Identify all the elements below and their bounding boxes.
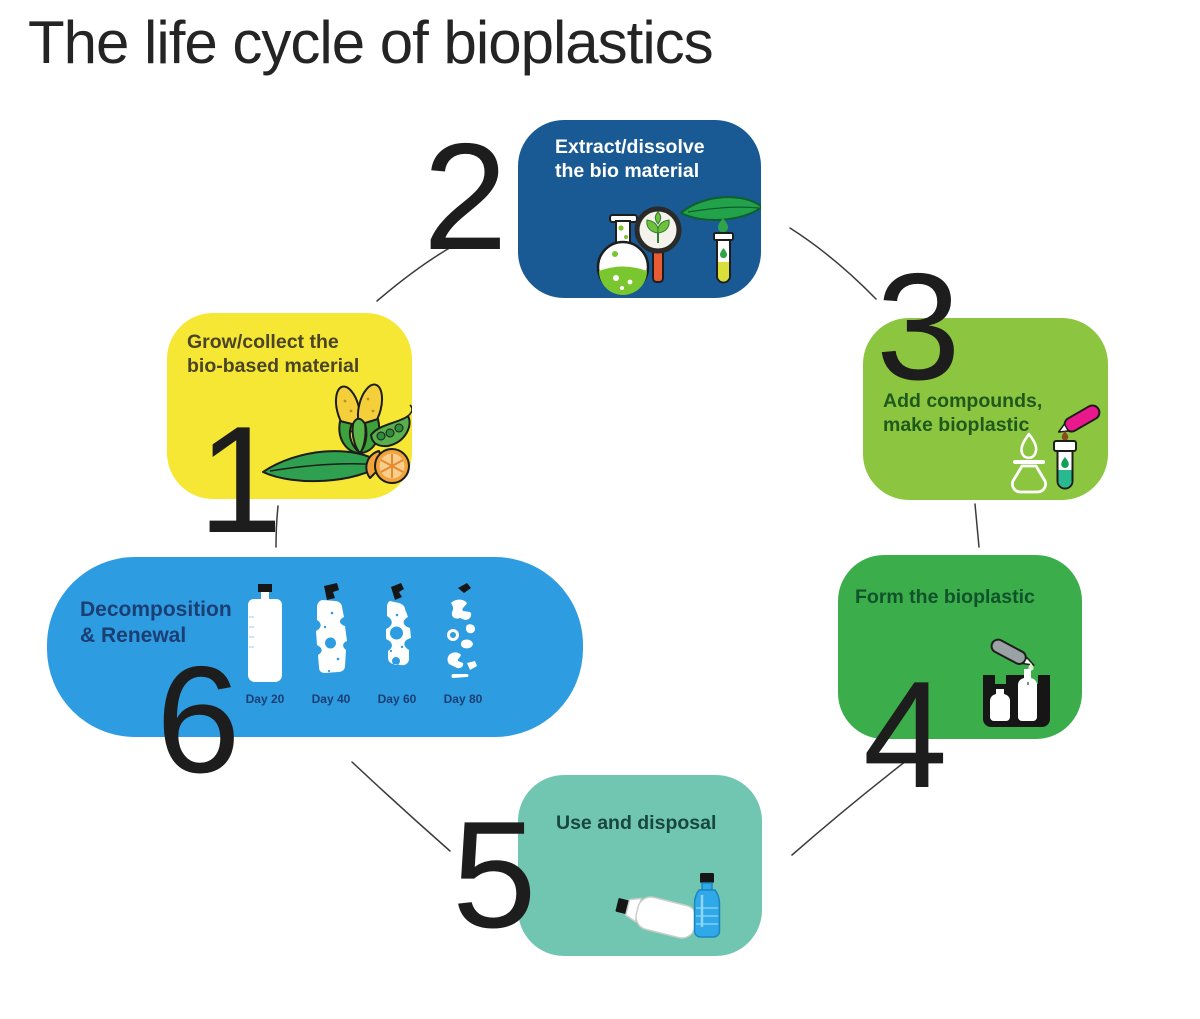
test-tube-icon	[1053, 440, 1077, 490]
step-3-card: Add compounds, make bioplastic	[863, 318, 1108, 500]
connector-step1-step2	[376, 245, 454, 302]
pipette-icon	[990, 638, 1035, 671]
connector-step3-step4	[974, 503, 980, 548]
step-3-icons	[1011, 404, 1101, 494]
step-5-label: Use and disposal	[556, 812, 717, 834]
step-4-card: Form the bioplastic	[838, 555, 1082, 739]
day-label: Day 60	[377, 692, 417, 706]
bottle-day60-icon	[386, 583, 411, 673]
step-3-label: Add compounds, make bioplastic	[883, 390, 1043, 437]
step-5-card: Use and disposal	[518, 775, 762, 956]
pipette-icon	[1057, 404, 1101, 441]
step-6-number: 6	[156, 635, 241, 805]
step-6-label: Decomposition & Renewal	[80, 598, 232, 648]
fallen-bottle-icon	[615, 896, 698, 939]
pea-pod-icon	[370, 404, 412, 448]
step-5-number: 5	[452, 790, 537, 960]
connector-step2-step3	[789, 227, 877, 300]
orange-slice-icon	[365, 448, 410, 484]
bottle-day40-icon	[316, 583, 347, 673]
step-1-icons	[262, 383, 412, 484]
leaf-icon	[262, 450, 384, 483]
flask-icon	[596, 214, 650, 295]
decay-stage-day80: Day 80	[441, 583, 485, 706]
step-6-card: Decomposition & Renewal Day 20 Day	[47, 557, 583, 737]
step-5-icons	[615, 873, 721, 939]
day-label: Day 80	[443, 692, 483, 706]
bottle-mold-icon	[983, 669, 1050, 727]
step-2-icons	[596, 196, 761, 295]
connector-step1-step6	[275, 505, 279, 548]
connector-step6-step5	[351, 761, 451, 852]
leaf-icon	[680, 196, 761, 221]
step-4-icons	[983, 638, 1050, 727]
step-1-label: Grow/collect the bio-based material	[187, 331, 360, 378]
day-label: Day 40	[311, 692, 351, 706]
decay-stage-day60: Day 60	[375, 583, 419, 706]
bottle-day20-icon	[248, 584, 282, 682]
burner-icon	[1011, 432, 1047, 494]
decay-stage-day20: Day 20	[243, 583, 287, 706]
step-2-label: Extract/dissolve the bio material	[555, 136, 705, 183]
decay-stage-day40: Day 40	[309, 583, 353, 706]
corn-icon	[334, 383, 384, 455]
step-4-number: 4	[863, 650, 948, 820]
step-4-label: Form the bioplastic	[855, 586, 1035, 608]
step-1-card: Grow/collect the bio-based material	[167, 313, 412, 499]
bottle-day80-icon	[447, 583, 477, 678]
step-2-card: Extract/dissolve the bio material	[518, 120, 761, 298]
day-label: Day 20	[245, 692, 285, 706]
magnifier-plant-icon	[634, 206, 682, 283]
connector-step4-step5	[791, 760, 907, 856]
step-2-number: 2	[423, 112, 508, 282]
decomposition-stages: Day 20 Day 40 Day 60	[243, 583, 485, 706]
step-3-number: 3	[876, 242, 961, 412]
water-bottle-icon	[693, 873, 721, 938]
page-title: The life cycle of bioplastics	[28, 9, 714, 76]
test-tube-icon	[713, 218, 734, 284]
step-1-number: 1	[198, 395, 283, 565]
